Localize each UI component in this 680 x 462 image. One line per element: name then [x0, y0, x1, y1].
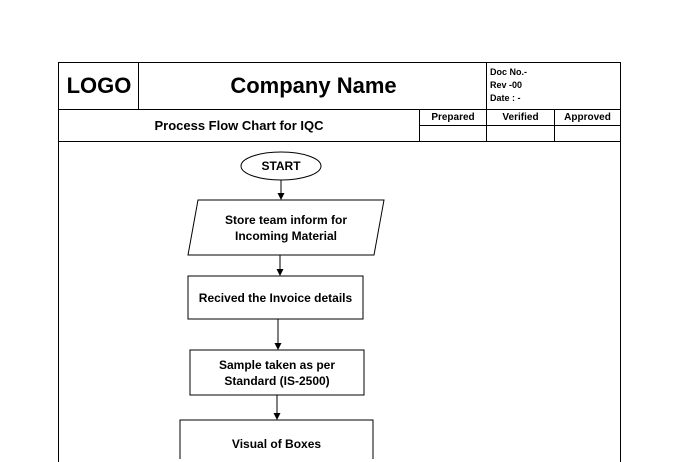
company-name: Company Name: [230, 73, 397, 98]
verified-approved-divider: [554, 109, 555, 141]
approved-label: Approved: [564, 111, 611, 123]
title-row-divider: [59, 141, 620, 142]
date: Date : -: [490, 93, 521, 103]
start-label: START: [261, 159, 301, 173]
approval-divider: [419, 125, 620, 126]
step2-label: Recived the Invoice details: [198, 290, 353, 305]
step4-process-box: [179, 419, 374, 459]
step3-label: Sample taken as per Standard (IS-2500): [218, 357, 336, 388]
title-divider: [419, 109, 420, 141]
document-frame: LOGO Company Name Doc No.- Rev -00 Date …: [58, 62, 621, 462]
logo-divider: [138, 63, 139, 109]
doc-info: Doc No.- Rev -00 Date : -: [490, 66, 620, 105]
logo: LOGO: [66, 73, 132, 98]
prepared-label: Prepared: [431, 111, 475, 123]
chart-title: Process Flow Chart for IQC: [154, 117, 324, 133]
revision: Rev -00: [490, 80, 523, 90]
verified-label: Verified: [502, 111, 539, 123]
step4-label: Visual of Boxes: [231, 437, 322, 451]
docinfo-divider: [486, 63, 487, 109]
step1-label: Store team inform for Incoming Material: [224, 212, 347, 243]
step1-input-shape: [187, 199, 385, 256]
doc-no: Doc No.-: [490, 67, 527, 77]
step2-process-box: [187, 275, 364, 320]
prepared-verified-divider: [486, 109, 487, 141]
header-divider: [59, 109, 620, 110]
